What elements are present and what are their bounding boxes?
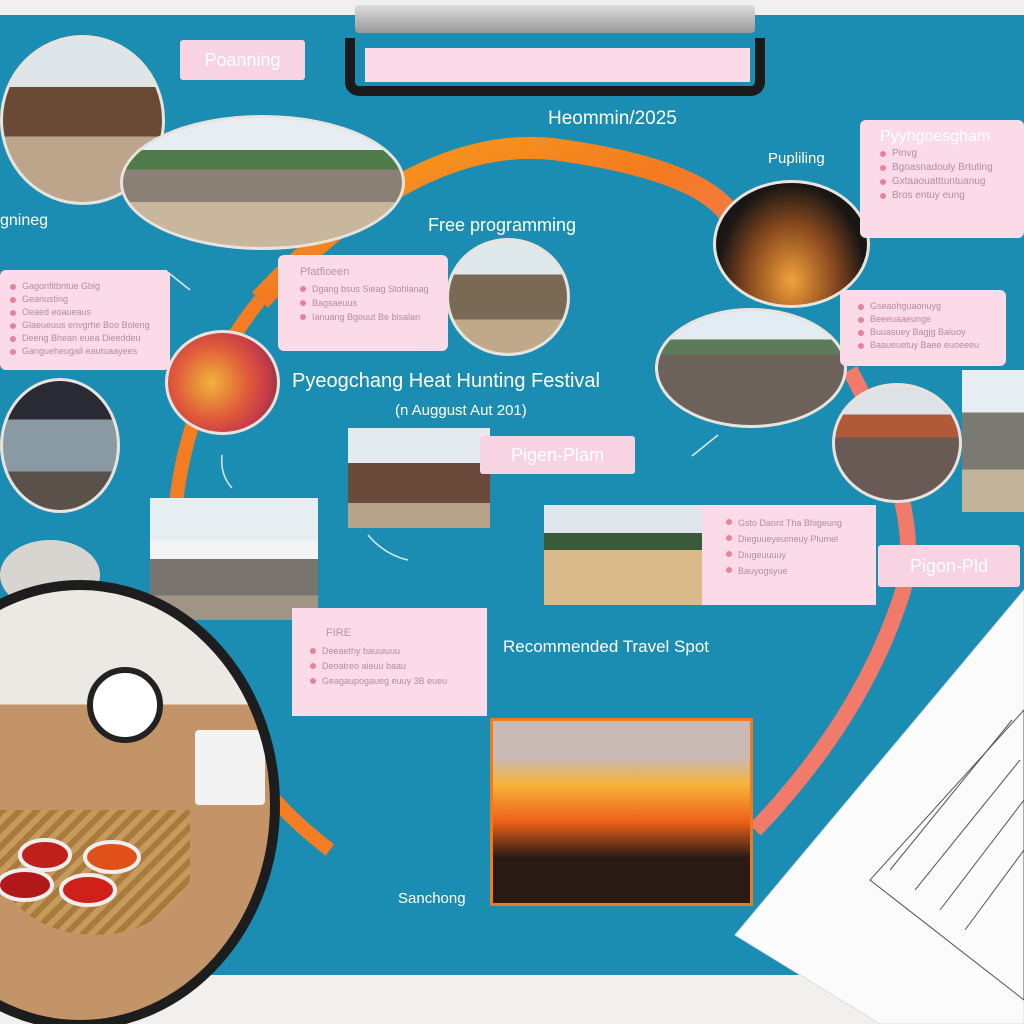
list-item: Ianuang Bgouut Be bisalan	[300, 310, 436, 324]
shop-photo	[0, 378, 120, 513]
pigen-plam-tag: Pigen-Plam	[480, 436, 635, 474]
section-label: gnineg	[0, 212, 49, 229]
clipboard-clip	[355, 5, 755, 33]
tag-text: Pigen-Plam	[510, 444, 605, 465]
list-item: Gseaohguaonuyg	[858, 300, 994, 313]
list-item: Pinvg	[880, 147, 1016, 161]
list-item: Beeeuaaeunge	[858, 313, 994, 326]
temple-photo	[348, 428, 490, 528]
section-label: Pupliling	[768, 150, 825, 167]
list-item: Gangueheugall eautuaayees	[10, 345, 164, 358]
year-label: Heommin/2025	[548, 108, 677, 129]
list-item: Geanusting	[10, 293, 164, 306]
section-label: Sanchong	[398, 890, 466, 907]
clock-icon	[87, 667, 163, 743]
candy-icon	[59, 873, 117, 907]
tents-photo	[150, 498, 318, 620]
pigon-pld-tag: Pigon-Pld	[878, 545, 1020, 587]
box-title: Pyyhgoesgham	[880, 128, 991, 145]
fire-festival-photo	[490, 718, 753, 906]
building-photo	[832, 383, 962, 503]
list-item: Baaueuetuy Baee euoeeeu	[858, 339, 994, 352]
candy-icon	[18, 838, 72, 872]
list-item: Deeaethy bauuiuuu	[310, 644, 469, 659]
list-item: Bauyogsyue	[726, 563, 864, 579]
list-item: Buuasuey Bagjg Baluoy	[858, 326, 994, 339]
list-item: Dieguueyeumeuy Plumel	[726, 531, 864, 547]
poanning-tag: Poanning	[180, 40, 305, 80]
keyboard-icon	[195, 730, 265, 805]
lanterns-photo	[165, 330, 280, 435]
magnifying-glass	[0, 580, 280, 1024]
list-item: Gagonfitbntue Gblg	[10, 280, 164, 293]
list-item: Deeng Bhean euea Dieeddeu	[10, 332, 164, 345]
box-title: FIRE	[326, 627, 352, 639]
arrow-icon	[691, 434, 719, 457]
stall-photo	[446, 238, 570, 356]
clip-label	[365, 48, 750, 82]
list-item: Bgoasnadouly Brtuting	[880, 161, 1016, 175]
tag-text: Poanning	[204, 49, 281, 70]
crowd-photo	[655, 308, 847, 428]
palace-photo	[544, 505, 702, 605]
list-item: Oeaed eoaueaus	[10, 306, 164, 319]
box-title: Pfatfioeen	[300, 266, 350, 278]
list-item: Bagsaeuus	[300, 296, 436, 310]
list-item: Gxtaaouatttuntuanug	[880, 175, 1016, 189]
page-title: Pyeogchang Heat Hunting Festival	[292, 370, 600, 392]
night-crowd-photo	[713, 180, 870, 308]
subtitle: (n Auggust Aut 201)	[395, 402, 527, 419]
arrow-icon	[220, 454, 233, 489]
list-item: Geagaupogaueg euuy 3B eueu	[310, 674, 469, 689]
list-item: Deoatreo aieuu baau	[310, 659, 469, 674]
tag-text: Pigon-Pld	[909, 555, 989, 576]
candy-icon	[83, 840, 141, 874]
section-label: Free programming	[428, 215, 577, 235]
candy-icon	[0, 868, 54, 902]
clipboard-clip-base	[345, 38, 765, 96]
list-item: Gsto Daont Tha Bhigeung	[726, 515, 864, 531]
arrow-icon	[367, 534, 409, 561]
road-photo	[962, 370, 1024, 512]
list-item: Glaeueuus envgrhe Boo Boleng	[10, 319, 164, 332]
list-item: Dgang bsus Sieag Stohlanag	[300, 282, 436, 296]
market-photo	[120, 115, 405, 250]
list-item: Bros entuy eung	[880, 189, 1016, 203]
list-item: Diugeuuuuy	[726, 547, 864, 563]
section-label: Recommended Travel Spot	[503, 637, 709, 656]
